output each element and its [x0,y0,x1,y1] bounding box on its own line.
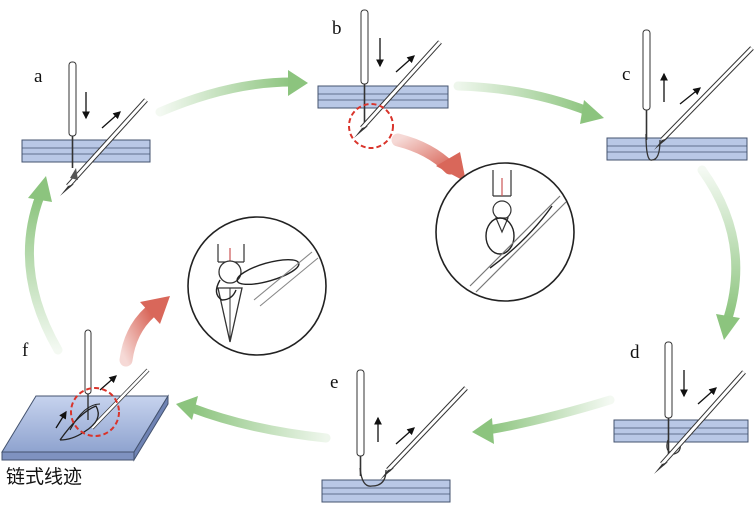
step-e-label: e [330,372,338,393]
cycle-arrow-a-to-b [155,70,308,117]
step-d-illustration [613,341,749,474]
cycle-arrow-f-to-a [24,176,63,355]
fabric-a [21,139,151,163]
cycle-arrow-e-to-f [176,396,331,443]
needle-f [84,329,92,395]
zoom-detail-b [435,162,575,302]
detail-arrow-b [391,133,466,182]
needle-c [642,29,651,111]
step-d-label: d [630,342,640,363]
step-c-label: c [622,64,630,85]
step-c-illustration [606,29,754,161]
highlight-circle-f [70,387,120,437]
step-e-illustration [321,369,468,503]
fabric-e [321,479,451,503]
needle-e [356,369,365,457]
step-f-illustration [1,329,169,462]
cycle-arrow-b-to-c [453,81,604,124]
step-a-illustration [21,61,151,196]
detail-arrow-f [119,296,170,367]
step-a-label: a [34,66,43,87]
step-b-label: b [332,18,342,39]
needle-a [68,61,77,137]
step-f-label: f [22,340,29,361]
fabric-c [606,137,748,161]
needle-d [664,341,673,419]
cycle-arrow-d-to-e [472,395,615,444]
step-b-illustration [317,9,449,149]
needle-b [360,9,369,85]
cycle-arrow-c-to-d [697,165,741,340]
fabric-d [613,419,749,443]
zoom-detail-f [187,216,327,356]
caption-chain-stitch: 链式线迹 [6,466,82,488]
highlight-circle-b [348,103,394,149]
